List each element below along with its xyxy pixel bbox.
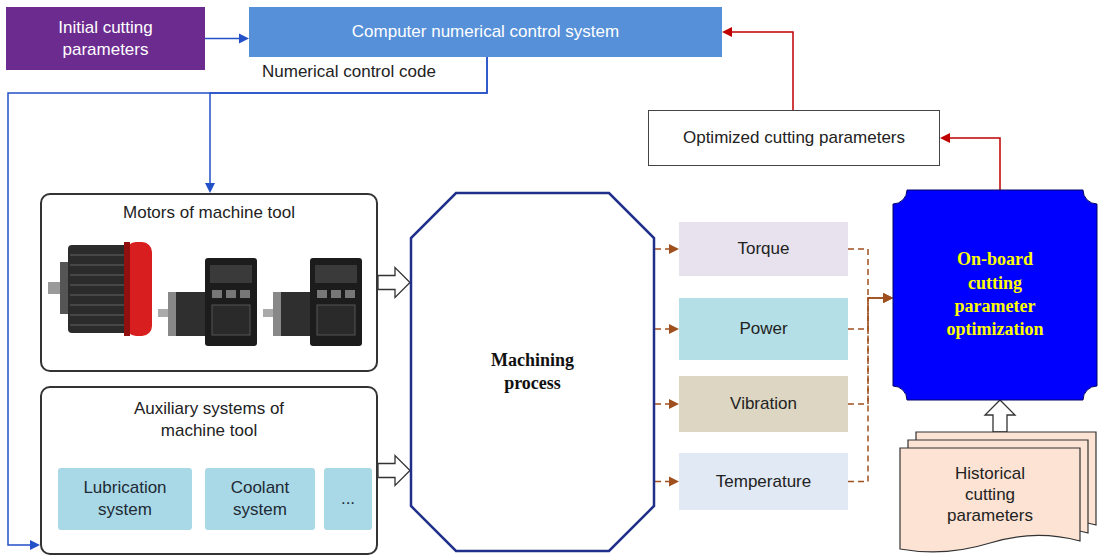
arrowhead xyxy=(205,183,215,193)
connector xyxy=(205,57,487,193)
process-octagon-outline xyxy=(410,192,655,552)
group-heading: Motors of machine tool xyxy=(42,203,376,223)
arrow-label: Numerical control code xyxy=(262,62,436,82)
subsystem-box: Coolant system xyxy=(205,468,315,530)
box-label: Torque xyxy=(738,239,790,259)
arrowhead xyxy=(883,293,893,303)
document-page xyxy=(900,448,1080,552)
group-box: Motors of machine tool xyxy=(40,193,378,372)
signal-box: Vibration xyxy=(679,376,848,432)
subsystem-box: Lubrication system xyxy=(58,468,192,530)
block-arrow xyxy=(985,400,1015,432)
block-arrow xyxy=(378,268,410,298)
signal-box: Power xyxy=(679,298,848,360)
block-arrow-shape xyxy=(378,456,410,486)
arrowhead xyxy=(669,399,679,409)
arrowhead xyxy=(239,34,249,44)
octagon-outline xyxy=(411,193,654,551)
connector xyxy=(848,293,893,482)
servo-motor xyxy=(263,258,362,346)
arrowhead xyxy=(669,244,679,254)
arrowhead xyxy=(940,133,950,143)
optimizer-box-outline xyxy=(893,190,1097,400)
connector xyxy=(205,34,249,44)
connector-line xyxy=(731,32,793,110)
optimizer-box: On-board cutting parameter optimization xyxy=(893,190,1097,400)
box-label: Vibration xyxy=(730,394,797,414)
notched-outline xyxy=(893,190,1097,400)
arrowhead xyxy=(883,293,893,303)
connector-line xyxy=(210,57,487,184)
box-label: Computer numerical control system xyxy=(352,22,619,42)
controller-box: Computer numerical control system xyxy=(249,7,722,57)
optimizer-label: On-board cutting parameter optimization xyxy=(935,248,1055,342)
connector-line xyxy=(655,248,670,250)
box-label: Optimized cutting parameters xyxy=(683,128,905,148)
arrowhead xyxy=(883,293,893,303)
block-arrow-shape xyxy=(985,400,1015,432)
input-box: Initial cutting parameters xyxy=(6,7,205,70)
box-label: Temperature xyxy=(716,472,811,492)
connector-line xyxy=(848,298,884,482)
box-label: Initial cutting parameters xyxy=(18,17,193,60)
connector xyxy=(940,133,1000,190)
connector-line xyxy=(205,38,240,40)
connector xyxy=(848,249,893,303)
document-stack: Historical cutting parameters xyxy=(900,432,1096,555)
connector-line xyxy=(848,298,884,404)
connector xyxy=(848,293,893,404)
document-front: Historical cutting parameters xyxy=(900,448,1080,541)
group-box: Auxiliary systems of machine toolLubrica… xyxy=(40,386,378,555)
box-label: Lubrication system xyxy=(66,477,184,521)
signal-box: Torque xyxy=(679,222,848,276)
block-arrow xyxy=(378,456,410,486)
process-octagon: Machining process xyxy=(410,192,655,552)
subsystem-box: ... xyxy=(324,468,372,530)
group-heading: Auxiliary systems of machine tool xyxy=(109,398,309,442)
connector-line xyxy=(949,138,1000,190)
connector xyxy=(655,324,679,334)
spindle-motor xyxy=(48,242,152,336)
connector xyxy=(655,399,679,409)
connector-line xyxy=(655,328,670,330)
arrowhead xyxy=(669,477,679,487)
process-label: Machining process xyxy=(473,349,593,396)
connector xyxy=(655,244,679,254)
connector-line xyxy=(655,481,670,483)
servo-motor xyxy=(158,258,257,346)
arrowhead xyxy=(30,540,40,550)
signal-box: Temperature xyxy=(679,453,848,510)
document-label: Historical cutting parameters xyxy=(935,463,1045,527)
connector xyxy=(722,27,793,110)
connector-line xyxy=(655,403,670,405)
arrowhead xyxy=(669,324,679,334)
connector-line xyxy=(848,298,884,329)
arrowhead xyxy=(722,27,732,37)
arrowhead xyxy=(883,293,893,303)
box-label: Power xyxy=(739,319,787,339)
box-label: ... xyxy=(341,488,355,510)
box-label: Coolant system xyxy=(225,477,295,521)
output-box: Optimized cutting parameters xyxy=(648,110,940,166)
connector xyxy=(655,477,679,487)
connector-line xyxy=(848,249,884,298)
block-arrow-shape xyxy=(378,268,410,298)
